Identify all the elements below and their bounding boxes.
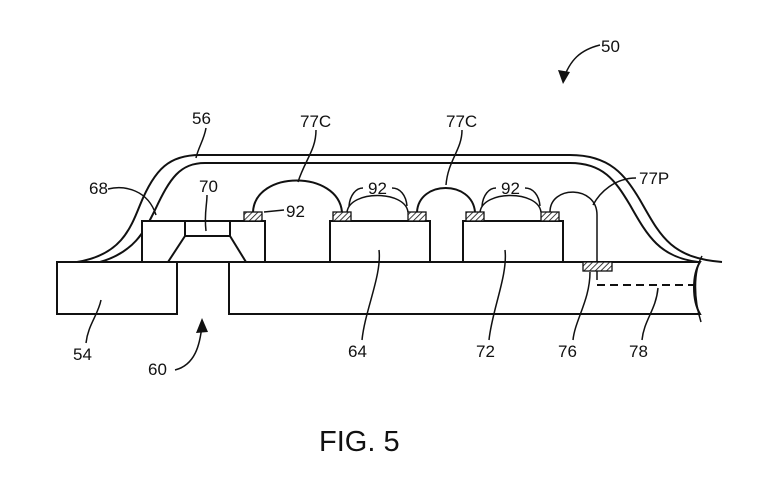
substrate-right — [228, 255, 703, 323]
mems-die — [141, 220, 266, 263]
bond-pad — [540, 211, 560, 222]
label-68: 68 — [89, 179, 108, 198]
die-right — [462, 220, 564, 263]
bond-pad — [332, 211, 352, 222]
substrate-left — [56, 261, 178, 315]
wire-77c-left — [252, 179, 343, 213]
label-60: 60 — [148, 360, 167, 379]
label-77c-left: 77C — [300, 112, 331, 131]
label-50: 50 — [601, 37, 620, 56]
label-70: 70 — [199, 177, 218, 196]
label-72: 72 — [476, 342, 495, 361]
wire-77p — [549, 191, 598, 262]
label-54: 54 — [73, 345, 92, 364]
leader-lines — [85, 44, 659, 371]
bond-pad — [465, 211, 485, 222]
figure-caption: FIG. 5 — [319, 426, 400, 458]
label-56: 56 — [192, 109, 211, 128]
bond-pad — [243, 211, 263, 222]
wire-77c-right — [416, 187, 476, 213]
bond-wires — [252, 179, 598, 280]
label-77p: 77P — [639, 169, 669, 188]
label-92-c: 92 — [501, 179, 520, 198]
label-92-a: 92 — [286, 202, 305, 221]
substrate-pad — [582, 261, 613, 272]
bond-pad — [407, 211, 427, 222]
label-76: 76 — [558, 342, 577, 361]
label-92-b: 92 — [368, 179, 387, 198]
diaphragm — [184, 220, 231, 237]
label-77c-right: 77C — [446, 112, 477, 131]
label-64: 64 — [348, 342, 367, 361]
label-78: 78 — [629, 342, 648, 361]
